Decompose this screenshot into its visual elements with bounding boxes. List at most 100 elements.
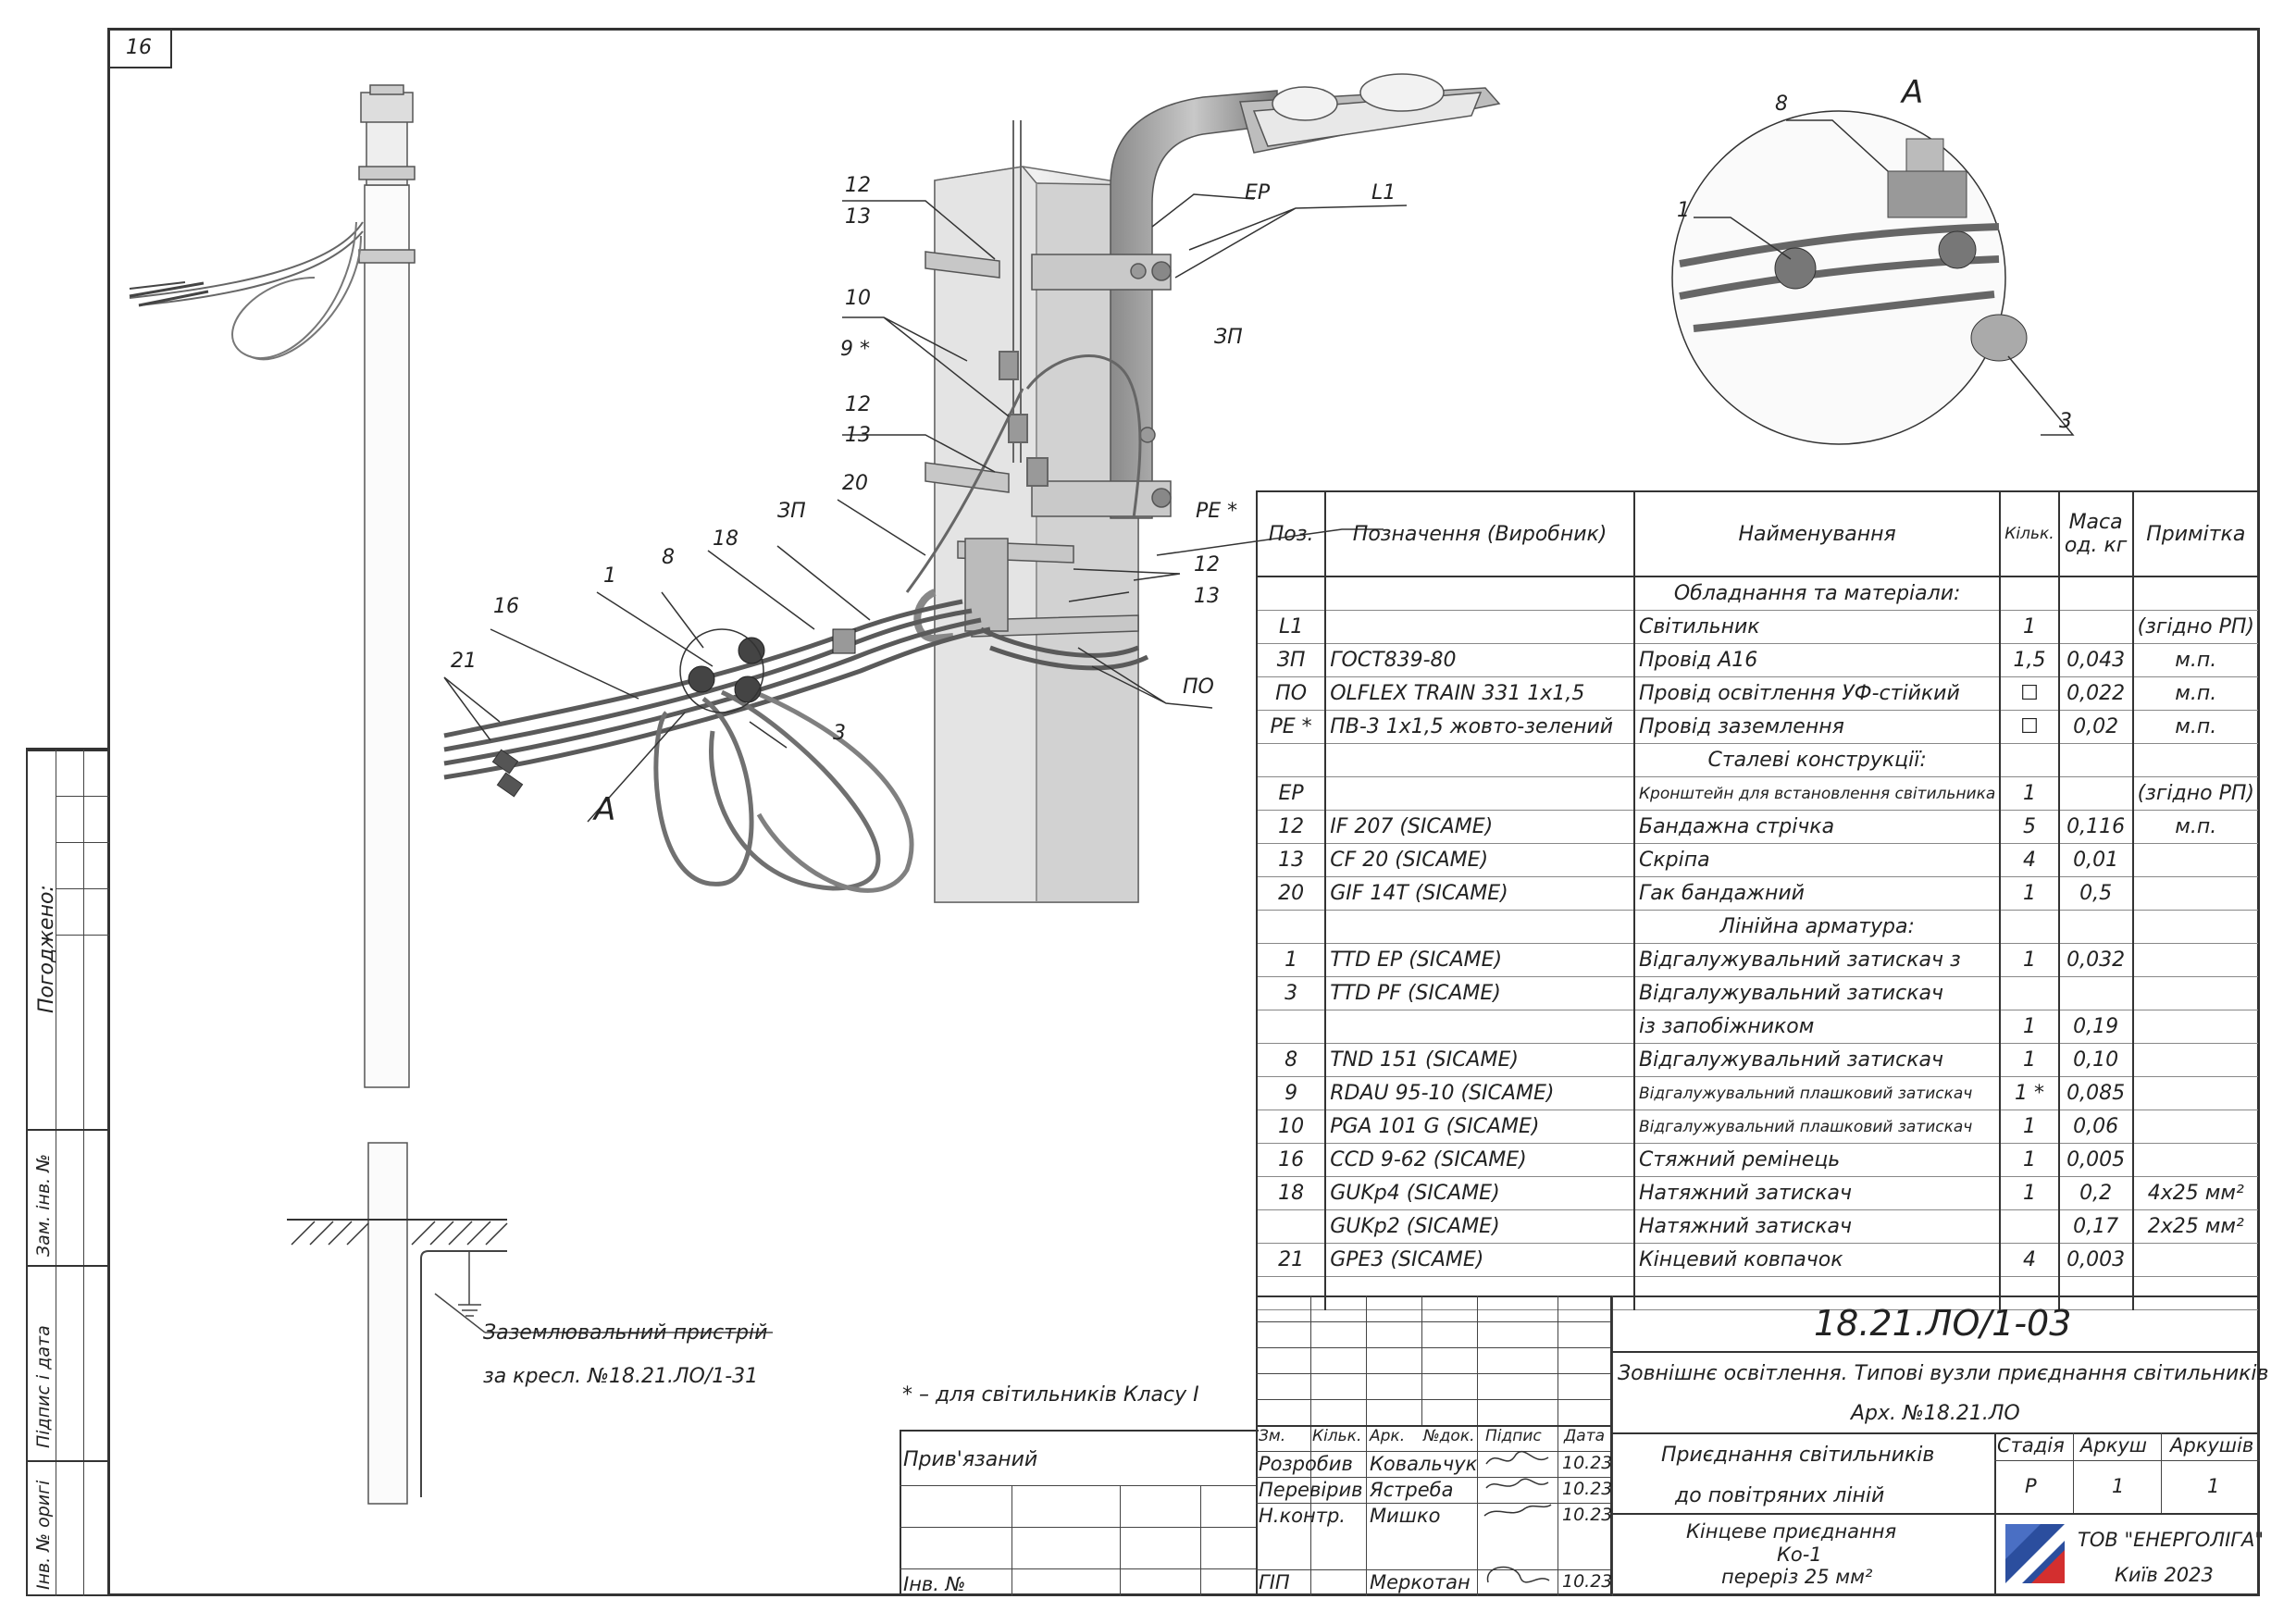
callout-3: 3 — [833, 722, 846, 745]
cell-pos: ЗП — [1255, 643, 1327, 677]
cell-name: із запобіжником — [1632, 1010, 2002, 1044]
cell-pos — [1255, 1276, 1327, 1310]
table-cell — [1255, 910, 1327, 944]
cell-designation — [1324, 776, 1635, 811]
sheet-title-line2: до повітряних ліній — [1675, 1484, 1885, 1507]
header-note: Примітка — [2131, 490, 2261, 577]
cell-pos: 10 — [1255, 1110, 1327, 1144]
cell-note — [2131, 1143, 2261, 1177]
cell-qty: 1 — [1999, 1110, 2060, 1144]
cell-pos: ЕР — [1255, 776, 1327, 811]
project-title: Зовнішнє освітлення. Типові вузли приєдн… — [1618, 1362, 2269, 1385]
cell-note: 2х25 мм² — [2131, 1209, 2261, 1244]
table-cell — [1999, 743, 2060, 777]
name-checker: Ястреба — [1370, 1479, 1454, 1501]
company-logo — [2005, 1524, 2065, 1583]
overview-pole — [129, 84, 416, 1088]
table-cell — [1324, 576, 1635, 611]
drawing-title-line1: Кінцеве приєднання — [1686, 1520, 1897, 1543]
drawing-code: 18.21.ЛО/1-03 — [1814, 1303, 2072, 1344]
cell-designation: ГОСТ839-80 — [1324, 643, 1635, 677]
date-developer: 10.23 — [1562, 1453, 1613, 1473]
table-row — [1255, 1276, 2261, 1310]
sheets-label: Аркушів — [2170, 1434, 2254, 1457]
cell-pos — [1255, 1010, 1327, 1044]
bracket-and-luminaire — [1031, 73, 1501, 519]
callout-12: 12 — [845, 174, 871, 197]
cell-name: Відгалужувальний затискач з — [1632, 943, 2002, 977]
cell-mass: 0,116 — [2057, 810, 2134, 844]
cell-pos: 8 — [1255, 1043, 1327, 1077]
cell-name: Гак бандажний — [1632, 876, 2002, 911]
callout-12-mid: 12 — [845, 393, 871, 416]
cell-note — [2131, 943, 2261, 977]
table-cell — [2057, 910, 2134, 944]
col-sheet: Арк. — [1370, 1427, 1406, 1445]
table-cell — [1324, 743, 1635, 777]
date-checker: 10.23 — [1562, 1479, 1613, 1499]
cell-designation: CF 20 (SICAME) — [1324, 843, 1635, 877]
cell-qty: 1 — [1999, 876, 2060, 911]
table-section-row: Лінійна арматура: — [1255, 910, 2261, 944]
cell-designation: TTD EP (SICAME) — [1324, 943, 1635, 977]
sheets-value: 1 — [2207, 1475, 2220, 1497]
signatures — [1483, 1451, 1552, 1583]
callout-zp-right: ЗП — [1214, 326, 1243, 349]
cell-designation: TND 151 (SICAME) — [1324, 1043, 1635, 1077]
cell-name: Бандажна стрічка — [1632, 810, 2002, 844]
cell-note — [2131, 1276, 2261, 1310]
cell-note: (згідно РП) — [2131, 776, 2261, 811]
detail-a-title: A — [1902, 74, 1924, 111]
detail-a-marker-circle — [679, 628, 764, 713]
cell-designation: ПВ-3 1х1,5 жовто-зелений — [1324, 710, 1635, 744]
cell-pos: РЕ * — [1255, 710, 1327, 744]
cell-designation: TTD PF (SICAME) — [1324, 976, 1635, 1010]
cell-mass: 0,5 — [2057, 876, 2134, 911]
sheet-title-line1: Приєднання світильників — [1661, 1444, 1935, 1467]
cell-pos: ПО — [1255, 676, 1327, 711]
cell-qty: 1 — [1999, 776, 2060, 811]
cell-pos: 13 — [1255, 843, 1327, 877]
cell-pos: 9 — [1255, 1076, 1327, 1110]
table-cell — [1999, 576, 2060, 611]
table-cell — [2131, 576, 2261, 611]
cell-mass: 0,17 — [2057, 1209, 2134, 1244]
cell-qty: 1 — [1999, 610, 2060, 644]
callout-18: 18 — [713, 527, 738, 551]
cell-qty: 5 — [1999, 810, 2060, 844]
cell-qty: 1 — [1999, 1043, 2060, 1077]
cell-mass: 0,01 — [2057, 843, 2134, 877]
cell-qty: 4 — [1999, 843, 2060, 877]
col-qty: Кільк. — [1312, 1427, 1362, 1445]
col-zm: Зм. — [1259, 1427, 1286, 1445]
table-cell — [1255, 743, 1327, 777]
cell-name: Скріпа — [1632, 843, 2002, 877]
callout-10: 10 — [845, 287, 871, 310]
cell-mass: 0,043 — [2057, 643, 2134, 677]
cell-name: Відгалужувальний плашковий затискач — [1632, 1110, 2002, 1144]
cell-pos: 21 — [1255, 1243, 1327, 1277]
city-year: Київ 2023 — [2115, 1564, 2214, 1586]
table-cell — [2131, 743, 2261, 777]
table-section-row: Сталеві конструкції: — [1255, 743, 2261, 777]
bound-block — [900, 1430, 1259, 1596]
cell-name: Провід освітлення УФ-стійкий — [1632, 676, 2002, 711]
cell-note — [2131, 976, 2261, 1010]
section-title: Лінійна арматура: — [1632, 910, 2002, 944]
cell-designation: CCD 9-62 (SICAME) — [1324, 1143, 1635, 1177]
callout-21: 21 — [451, 650, 477, 673]
cell-pos: 1 — [1255, 943, 1327, 977]
callout-l1: L1 — [1371, 181, 1396, 205]
cell-qty: ☐ — [1999, 710, 2060, 744]
sheet-label: Аркуш — [2080, 1434, 2148, 1457]
cell-designation — [1324, 610, 1635, 644]
callout-a: A — [594, 791, 616, 828]
cell-designation: GUKp4 (SICAME) — [1324, 1176, 1635, 1210]
